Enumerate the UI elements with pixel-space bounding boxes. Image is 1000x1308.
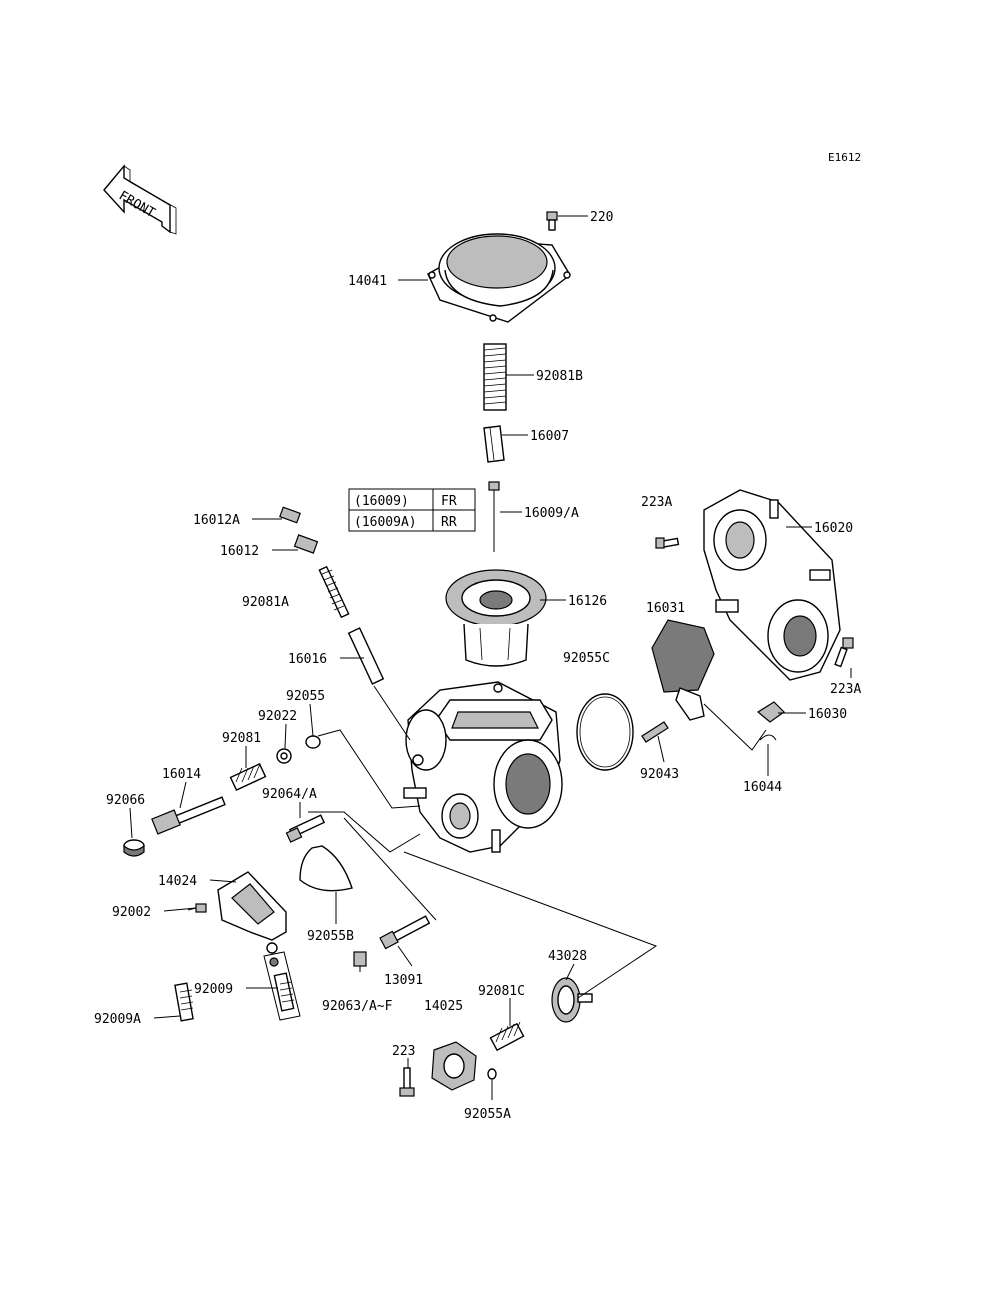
seal-92055b-part bbox=[299, 845, 353, 892]
label-16030: 16030 bbox=[808, 707, 847, 722]
label-223: 223 bbox=[392, 1044, 415, 1059]
variant-table: (16009) FR (16009A) RR bbox=[348, 488, 476, 532]
spring-92081-part bbox=[229, 762, 267, 792]
variant-row-1-part: (16009) bbox=[354, 494, 409, 509]
label-16126: 16126 bbox=[568, 594, 607, 609]
cover-14024-part bbox=[217, 871, 287, 954]
carburetor-body-part bbox=[403, 681, 563, 853]
label-92002: 92002 bbox=[112, 905, 151, 920]
screw-223a-right-part bbox=[834, 637, 854, 668]
label-92055c: 92055C bbox=[563, 651, 610, 666]
variant-row-2-position: RR bbox=[441, 515, 457, 530]
starter-plunger-parts bbox=[279, 506, 385, 685]
top-cover-part bbox=[427, 233, 571, 323]
float-16031-part bbox=[651, 619, 715, 721]
label-92066: 92066 bbox=[106, 793, 145, 808]
label-16012: 16012 bbox=[220, 544, 259, 559]
o-ring-92055c-part bbox=[576, 693, 634, 771]
label-92043: 92043 bbox=[640, 767, 679, 782]
variant-row-2-part: (16009A) bbox=[354, 515, 417, 530]
label-13091: 13091 bbox=[384, 973, 423, 988]
label-16031: 16031 bbox=[646, 601, 685, 616]
spring-92081c-part bbox=[489, 1021, 525, 1052]
cap-92066-part bbox=[123, 839, 145, 857]
label-92055: 92055 bbox=[286, 689, 325, 704]
label-92055b: 92055B bbox=[307, 929, 354, 944]
label-92064a: 92064/A bbox=[262, 787, 317, 802]
jet-needle-part bbox=[488, 481, 500, 552]
label-92081: 92081 bbox=[222, 731, 261, 746]
jet-13091-part bbox=[379, 915, 431, 950]
label-16009a: 16009/A bbox=[524, 506, 579, 521]
spring-92081b-part bbox=[483, 343, 507, 411]
o-ring-92055-part bbox=[305, 735, 321, 749]
o-ring-92055a-part bbox=[487, 1068, 497, 1080]
vacuum-piston-16126-part bbox=[445, 569, 547, 667]
front-arrow-icon: FRONT bbox=[103, 164, 177, 235]
diagram-code: E1612 bbox=[828, 151, 861, 164]
label-92063af: 92063/A~F bbox=[322, 999, 393, 1014]
float-chamber-16020-part bbox=[703, 489, 841, 681]
label-92009: 92009 bbox=[194, 982, 233, 997]
pilot-screw-16014-part bbox=[151, 796, 226, 835]
clip-16044-part bbox=[759, 734, 777, 741]
label-14025: 14025 bbox=[424, 999, 463, 1014]
label-92081a: 92081A bbox=[242, 595, 289, 610]
float-valve-16030-part bbox=[756, 701, 785, 723]
jet-92064a-part bbox=[285, 814, 326, 843]
jet-92063-part bbox=[353, 951, 367, 967]
label-92081b: 92081B bbox=[536, 369, 583, 384]
label-92081c: 92081C bbox=[478, 984, 525, 999]
label-16012a: 16012A bbox=[193, 513, 240, 528]
cover-14025-part bbox=[431, 1041, 477, 1091]
label-16044: 16044 bbox=[743, 780, 782, 795]
label-223a-top: 223A bbox=[641, 495, 672, 510]
screw-220-part bbox=[546, 211, 558, 231]
diaphragm-43028-part bbox=[551, 977, 593, 1023]
label-92022: 92022 bbox=[258, 709, 297, 724]
label-92055a: 92055A bbox=[464, 1107, 511, 1122]
label-16020: 16020 bbox=[814, 521, 853, 536]
adjuster-92009-part bbox=[263, 951, 301, 1021]
label-220: 220 bbox=[590, 210, 613, 225]
adjuster-92009a-part bbox=[174, 982, 194, 1022]
float-pin-92043-part bbox=[641, 721, 669, 743]
variant-row-1-position: FR bbox=[441, 494, 457, 509]
label-92009a: 92009A bbox=[94, 1012, 141, 1027]
label-14024: 14024 bbox=[158, 874, 197, 889]
label-43028: 43028 bbox=[548, 949, 587, 964]
label-223a-right: 223A bbox=[830, 682, 861, 697]
part-labels: 220 14041 92081B 16007 16009/A 16012A 16… bbox=[94, 210, 861, 1122]
label-14041: 14041 bbox=[348, 274, 387, 289]
screw-223-part bbox=[399, 1067, 415, 1097]
label-16014: 16014 bbox=[162, 767, 201, 782]
label-16016: 16016 bbox=[288, 652, 327, 667]
needle-holder-16007-part bbox=[483, 425, 505, 463]
screw-223a-top-part bbox=[655, 537, 680, 549]
leader-lines bbox=[129, 215, 852, 1100]
label-16007: 16007 bbox=[530, 429, 569, 444]
